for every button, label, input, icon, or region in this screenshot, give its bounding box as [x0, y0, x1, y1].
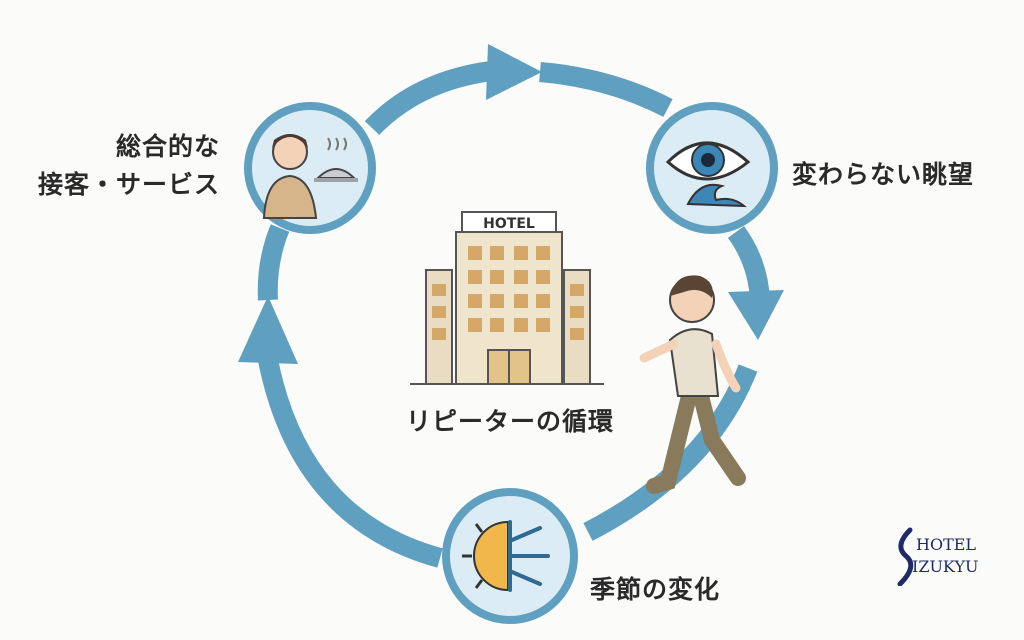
- staff-with-cloche-icon: [262, 134, 358, 219]
- logo-swash-icon: [897, 527, 914, 586]
- arrowhead-right: [728, 290, 784, 340]
- running-guest-figure: [639, 275, 746, 494]
- arc-season-to-service: [258, 358, 443, 568]
- arc-service-to-view: [364, 60, 502, 136]
- service-label: 総合的な 接客・サービス: [14, 128, 220, 204]
- arc-view-entry: [539, 62, 673, 117]
- hotel-izukyu-logo: HOTEL IZUKYU: [897, 527, 979, 586]
- logo-line2: IZUKYU: [912, 557, 979, 576]
- service-label-line1: 総合的な: [115, 132, 220, 161]
- eye-and-wave-icon: [665, 141, 751, 208]
- node-service: [244, 102, 376, 234]
- logo-line1: HOTEL: [916, 535, 976, 554]
- cycle-arrows: [257, 60, 770, 568]
- node-view: [646, 102, 778, 234]
- hotel-sign: HOTEL: [483, 216, 535, 232]
- center-title: リピーターの循環: [405, 407, 614, 436]
- service-label-line2: 接客・サービス: [37, 170, 220, 199]
- arc-runner-to-season: [583, 364, 758, 541]
- arrowhead-top: [486, 44, 542, 100]
- arc-service-lower: [257, 224, 290, 301]
- view-label: 変わらない眺望: [792, 160, 975, 189]
- sun-and-snowflake-icon: [462, 520, 550, 592]
- node-season: [442, 488, 578, 624]
- hotel-building-icon: HOTEL: [410, 211, 604, 385]
- arc-view-to-runner: [727, 226, 770, 301]
- season-label: 季節の変化: [590, 575, 721, 604]
- arrowhead-left: [238, 296, 298, 364]
